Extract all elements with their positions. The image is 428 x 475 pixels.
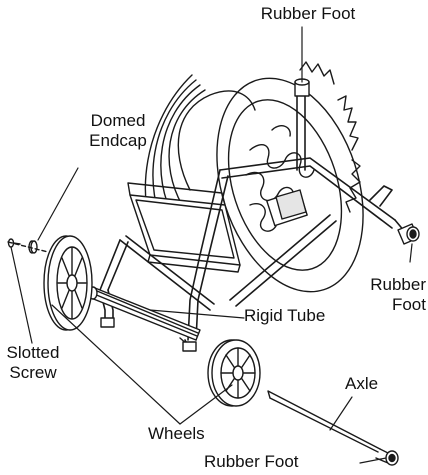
label-axle-text: Axle — [345, 374, 379, 393]
wheel-left — [43, 235, 93, 331]
leader-rubber-foot-right — [409, 243, 413, 263]
label-slotted-screw-line1: Slotted — [6, 343, 60, 362]
label-rigid-tube-text: Rigid Tube — [244, 306, 326, 325]
leader-rubber-foot-bottom — [359, 457, 387, 464]
leader-axle — [329, 396, 353, 431]
frame-foot-caps — [100, 317, 197, 352]
label-rubber-foot-bottom: Rubber Foot — [204, 452, 299, 472]
leader-wheels-left — [51, 304, 181, 425]
leader-rigid-tube — [149, 309, 245, 319]
reel-drum — [144, 61, 364, 293]
wheel-lower — [207, 339, 261, 407]
label-domed-endcap-line1: Domed — [90, 111, 146, 130]
domed-endcap-part — [28, 240, 38, 254]
label-axle: Axle — [345, 374, 378, 394]
label-rubber-foot-right: Rubber Foot — [352, 275, 426, 315]
label-wheels-text: Wheels — [148, 424, 205, 443]
leader-lines — [10, 26, 413, 464]
rubber-foot-bottom-part — [385, 450, 399, 466]
label-slotted-screw: Slotted Screw — [0, 343, 66, 383]
label-rubber-foot-right-line2: Foot — [391, 295, 426, 314]
leader-wheels-lower — [179, 384, 233, 425]
label-rigid-tube: Rigid Tube — [244, 306, 325, 326]
label-slotted-screw-line2: Screw — [9, 363, 57, 382]
tray-basket — [127, 182, 241, 273]
rigid-tube — [88, 286, 201, 351]
label-rubber-foot-right-line1: Rubber — [370, 275, 426, 294]
leader-slotted-screw — [10, 246, 33, 344]
label-wheels: Wheels — [148, 424, 205, 444]
rubber-foot-right-part — [397, 223, 420, 245]
label-rubber-foot-top: Rubber Foot — [228, 4, 388, 24]
label-domed-endcap: Domed Endcap — [78, 111, 158, 151]
leader-domed-endcap — [37, 167, 79, 241]
rubber-foot-top-part — [294, 78, 310, 97]
label-rubber-foot-top-text: Rubber Foot — [260, 4, 356, 23]
label-domed-endcap-line2: Endcap — [89, 131, 147, 150]
label-rubber-foot-bottom-text: Rubber Foot — [204, 452, 299, 471]
